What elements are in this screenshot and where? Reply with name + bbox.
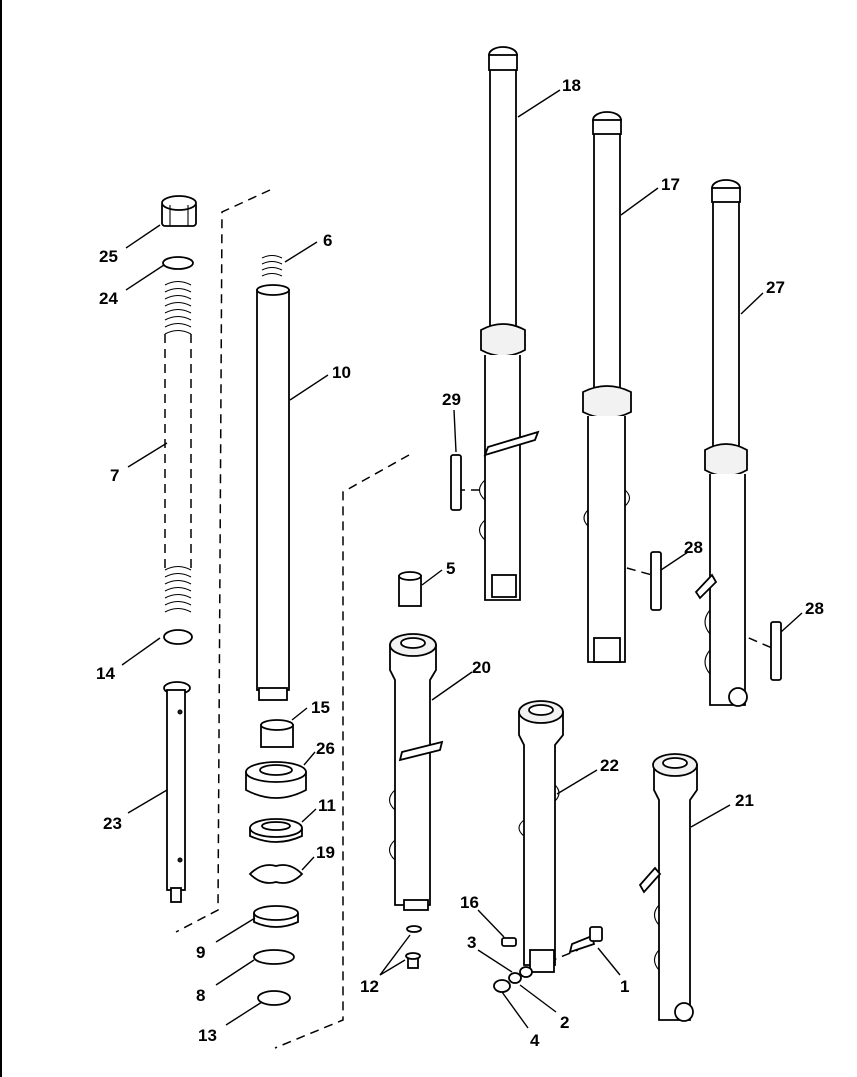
- callout-16: 16: [460, 893, 479, 912]
- retaining-clip: [248, 864, 304, 884]
- fork-cap-bolt: [161, 195, 197, 227]
- callout-9: 9: [196, 943, 205, 962]
- assembly-line-left: [175, 189, 271, 933]
- bleed-screw: [501, 937, 517, 947]
- fork-assembly-18: [478, 46, 540, 601]
- drain-screw: [405, 925, 422, 969]
- fork-assembly-27: [694, 179, 748, 707]
- fork-tube: [256, 284, 290, 701]
- axle-nut: [493, 979, 511, 993]
- callout-23: 23: [103, 814, 122, 833]
- callout-29: 29: [442, 390, 461, 409]
- callout-28-upper: 28: [684, 538, 703, 557]
- callout-7: 7: [110, 466, 119, 485]
- callout-3: 3: [467, 933, 476, 952]
- callout-2: 2: [560, 1013, 569, 1032]
- slider-pin-28a: [650, 551, 662, 611]
- slider-pin-28b: [770, 621, 782, 681]
- callout-25: 25: [99, 247, 118, 266]
- callout-12: 12: [360, 977, 379, 996]
- callout-13: 13: [198, 1026, 217, 1045]
- callout-4: 4: [530, 1031, 540, 1050]
- assembly-line-fork-r1: [597, 559, 653, 576]
- damper-rod: [163, 681, 191, 903]
- callout-8: 8: [196, 986, 205, 1005]
- snap-ring: [257, 990, 291, 1006]
- rebound-spring: [261, 254, 283, 277]
- seal-washer: [253, 949, 295, 965]
- callout-18: 18: [562, 76, 581, 95]
- callout-20: 20: [472, 658, 491, 677]
- fork-spring: [164, 280, 192, 613]
- lower-bushing: [253, 905, 299, 928]
- oil-seal: [249, 818, 303, 843]
- callout-5: 5: [446, 559, 455, 578]
- callout-26: 26: [316, 739, 335, 758]
- flat-washer: [508, 972, 522, 984]
- callout-15: 15: [311, 698, 330, 717]
- callout-6: 6: [323, 231, 332, 250]
- dust-cover: [245, 761, 307, 799]
- spring-spacer: [163, 629, 193, 645]
- callout-11: 11: [318, 796, 336, 815]
- slider-20: [388, 633, 444, 911]
- lock-washer: [519, 966, 533, 978]
- callout-17: 17: [661, 175, 680, 194]
- slider-22: [518, 700, 564, 973]
- callout-27: 27: [766, 278, 785, 297]
- fork-assembly-17: [582, 111, 632, 663]
- callout-28-lower: 28: [805, 599, 824, 618]
- slider-bushing: [260, 719, 294, 748]
- callout-1: 1: [620, 977, 629, 996]
- slider-21: [638, 753, 698, 1022]
- axle-clamp-bolt: [568, 926, 603, 954]
- callout-22: 22: [600, 756, 619, 775]
- callout-14: 14: [96, 664, 115, 683]
- callout-24: 24: [99, 289, 118, 308]
- callout-19: 19: [316, 843, 335, 862]
- slider-pin-29: [450, 454, 462, 511]
- assembly-line-center: [274, 454, 410, 1049]
- fork-spacer: [398, 571, 422, 607]
- leader-lines: [121, 89, 803, 1029]
- o-ring: [162, 256, 194, 270]
- callout-10: 10: [332, 363, 351, 382]
- callout-21: 21: [735, 791, 754, 810]
